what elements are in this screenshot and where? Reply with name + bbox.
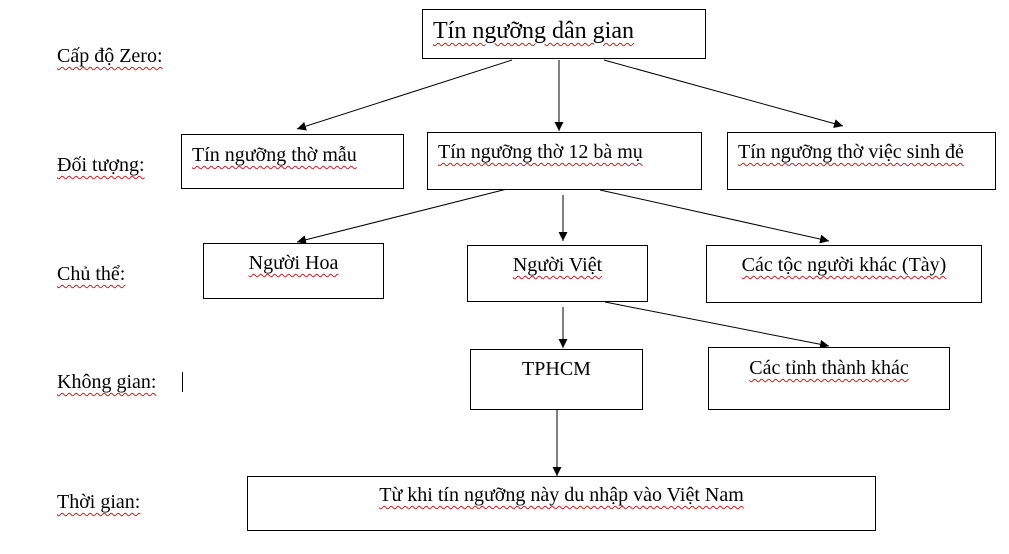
arrow-root-to-tho-viec-sinh-de — [603, 59, 844, 128]
node-nguoi-hoa: Người Hoa — [203, 243, 384, 299]
level-label-zero: Cấp độ Zero: — [57, 45, 163, 67]
node-nguoi-viet: Người Việt — [467, 245, 648, 302]
node-tphcm: TPHCM — [470, 349, 643, 410]
arrow-12-ba-mu-to-nguoi-hoa — [296, 188, 508, 245]
level-label-time: Thời gian: — [57, 491, 141, 513]
node-root: Tín ngưỡng dân gian — [422, 9, 706, 59]
level-label-object: Đối tượng: — [57, 154, 145, 176]
node-cac-toc-nguoi-khac: Các tộc người khác (Tày) — [706, 245, 982, 303]
node-tho-12-ba-mu: Tín ngưỡng thờ 12 bà mụ — [427, 132, 702, 190]
level-label-space: Không gian: — [57, 371, 157, 393]
arrow-nguoi-viet-to-cac-tinh — [604, 301, 830, 349]
arrow-12-ba-mu-to-cac-toc-nguoi — [599, 189, 830, 244]
node-tho-viec-sinh-de: Tín ngưỡng thờ việc sinh đẻ — [727, 132, 996, 190]
node-tho-mau: Tín ngưỡng thờ mẫu — [181, 134, 404, 189]
arrow-root-to-tho-mau — [296, 59, 513, 131]
level-label-subject: Chủ thể: — [57, 263, 126, 285]
text-cursor — [182, 372, 183, 392]
node-cac-tinh-thanh-khac: Các tỉnh thành khác — [708, 347, 950, 410]
node-tu-khi: Từ khi tín ngưỡng này du nhập vào Việt N… — [247, 476, 876, 531]
